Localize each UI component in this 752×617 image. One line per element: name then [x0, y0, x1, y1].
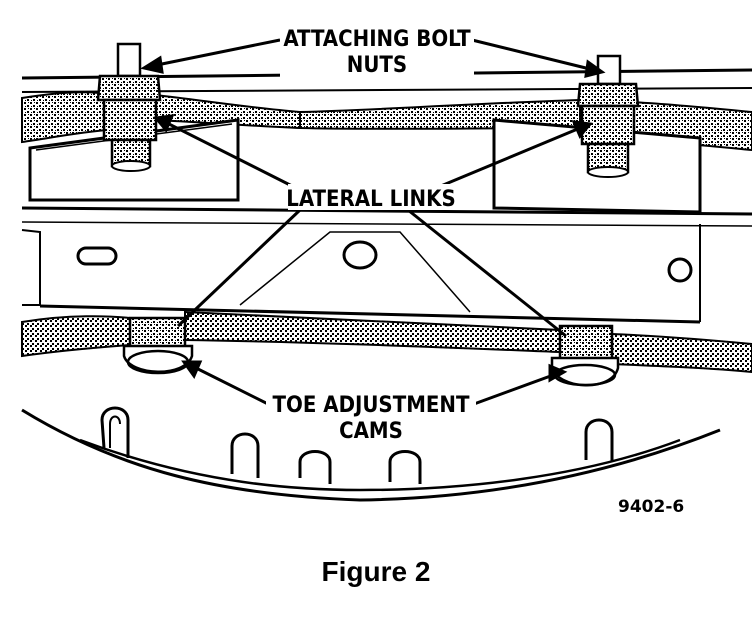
label-lateral-links: LATERAL LINKS: [286, 187, 455, 212]
right-toe-adjustment-cam: [550, 324, 620, 387]
lower-lateral-links: [21, 310, 752, 374]
callout-labels: ATTACHING BOLT NUTS LATERAL LINKS TOE AD…: [266, 22, 684, 517]
crossmember: [21, 206, 752, 324]
left-attaching-bolt-nut: [96, 42, 162, 172]
left-toe-adjustment-cam: [122, 316, 194, 375]
label-attaching-bolt-nuts-line1: ATTACHING BOLT: [283, 27, 471, 52]
backing-plate: [21, 406, 721, 502]
label-toe-adjustment-cams-line1: TOE ADJUSTMENT: [273, 393, 470, 418]
figure-caption: Figure 2: [321, 556, 431, 587]
leader-lines: [140, 38, 606, 406]
figure-code: 9402-6: [618, 497, 684, 517]
upper-lateral-link-left: [21, 91, 301, 144]
right-attaching-bolt-nut: [576, 54, 640, 178]
label-toe-adjustment-cams-line2: CAMS: [339, 419, 403, 444]
label-attaching-bolt-nuts-line2: NUTS: [347, 53, 407, 78]
